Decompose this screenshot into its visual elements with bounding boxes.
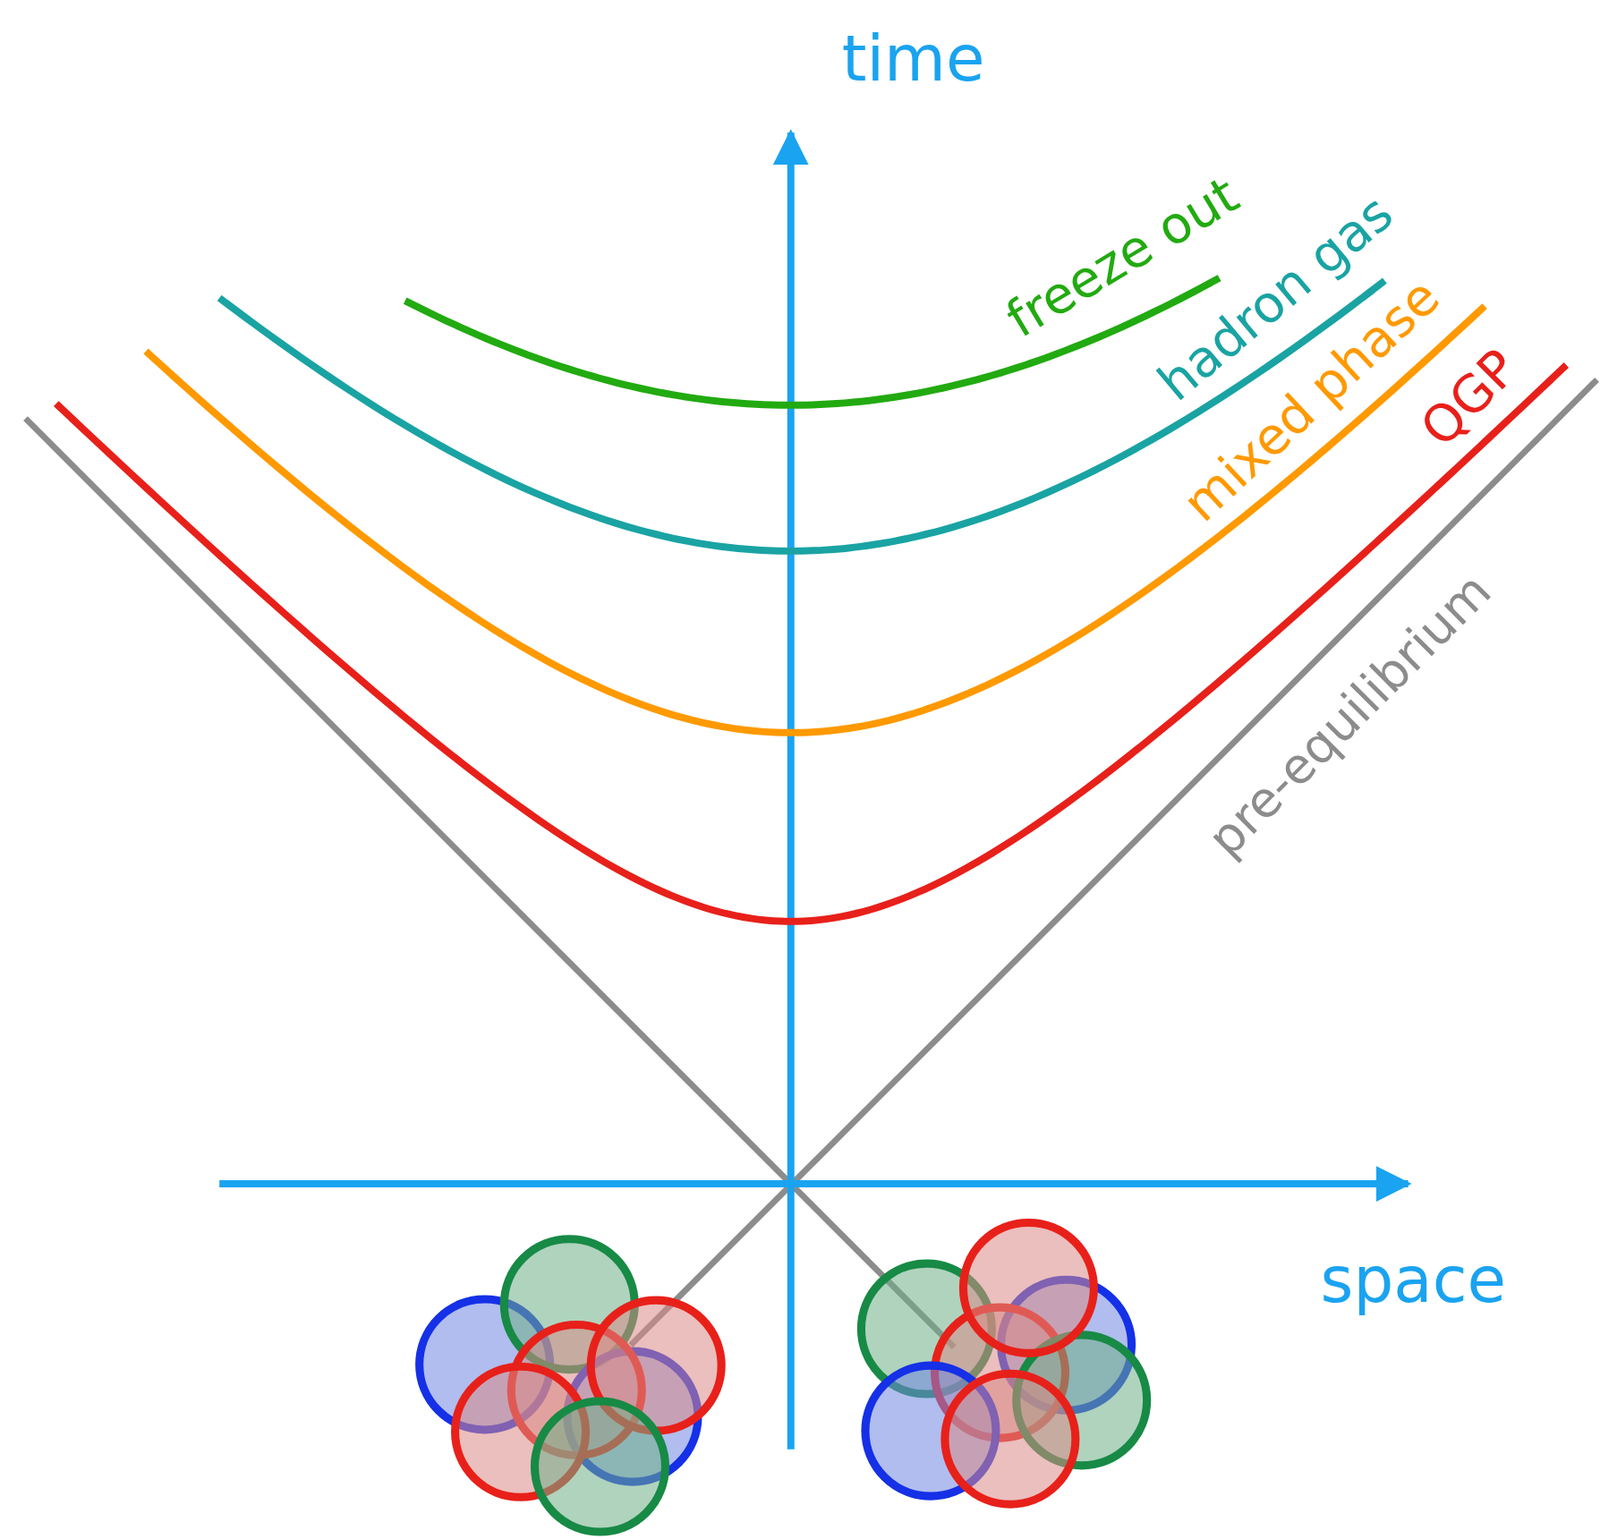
nucleon	[944, 1373, 1076, 1505]
nucleon	[535, 1401, 666, 1532]
axis-label: time	[842, 27, 986, 92]
colliding-nuclei	[419, 1222, 1148, 1532]
hyperbola	[145, 306, 1485, 733]
axis	[219, 1180, 1408, 1188]
light-cone	[25, 379, 1598, 1347]
axis	[787, 132, 795, 1449]
axes	[219, 132, 1408, 1449]
light-cone-line	[25, 418, 955, 1348]
light-cone-line	[630, 379, 1598, 1345]
hyperbola	[56, 365, 1567, 922]
axis-label: space	[1320, 1249, 1507, 1313]
phase-label: pre-equilibrium	[1199, 564, 1499, 865]
nucleon	[962, 1222, 1094, 1354]
